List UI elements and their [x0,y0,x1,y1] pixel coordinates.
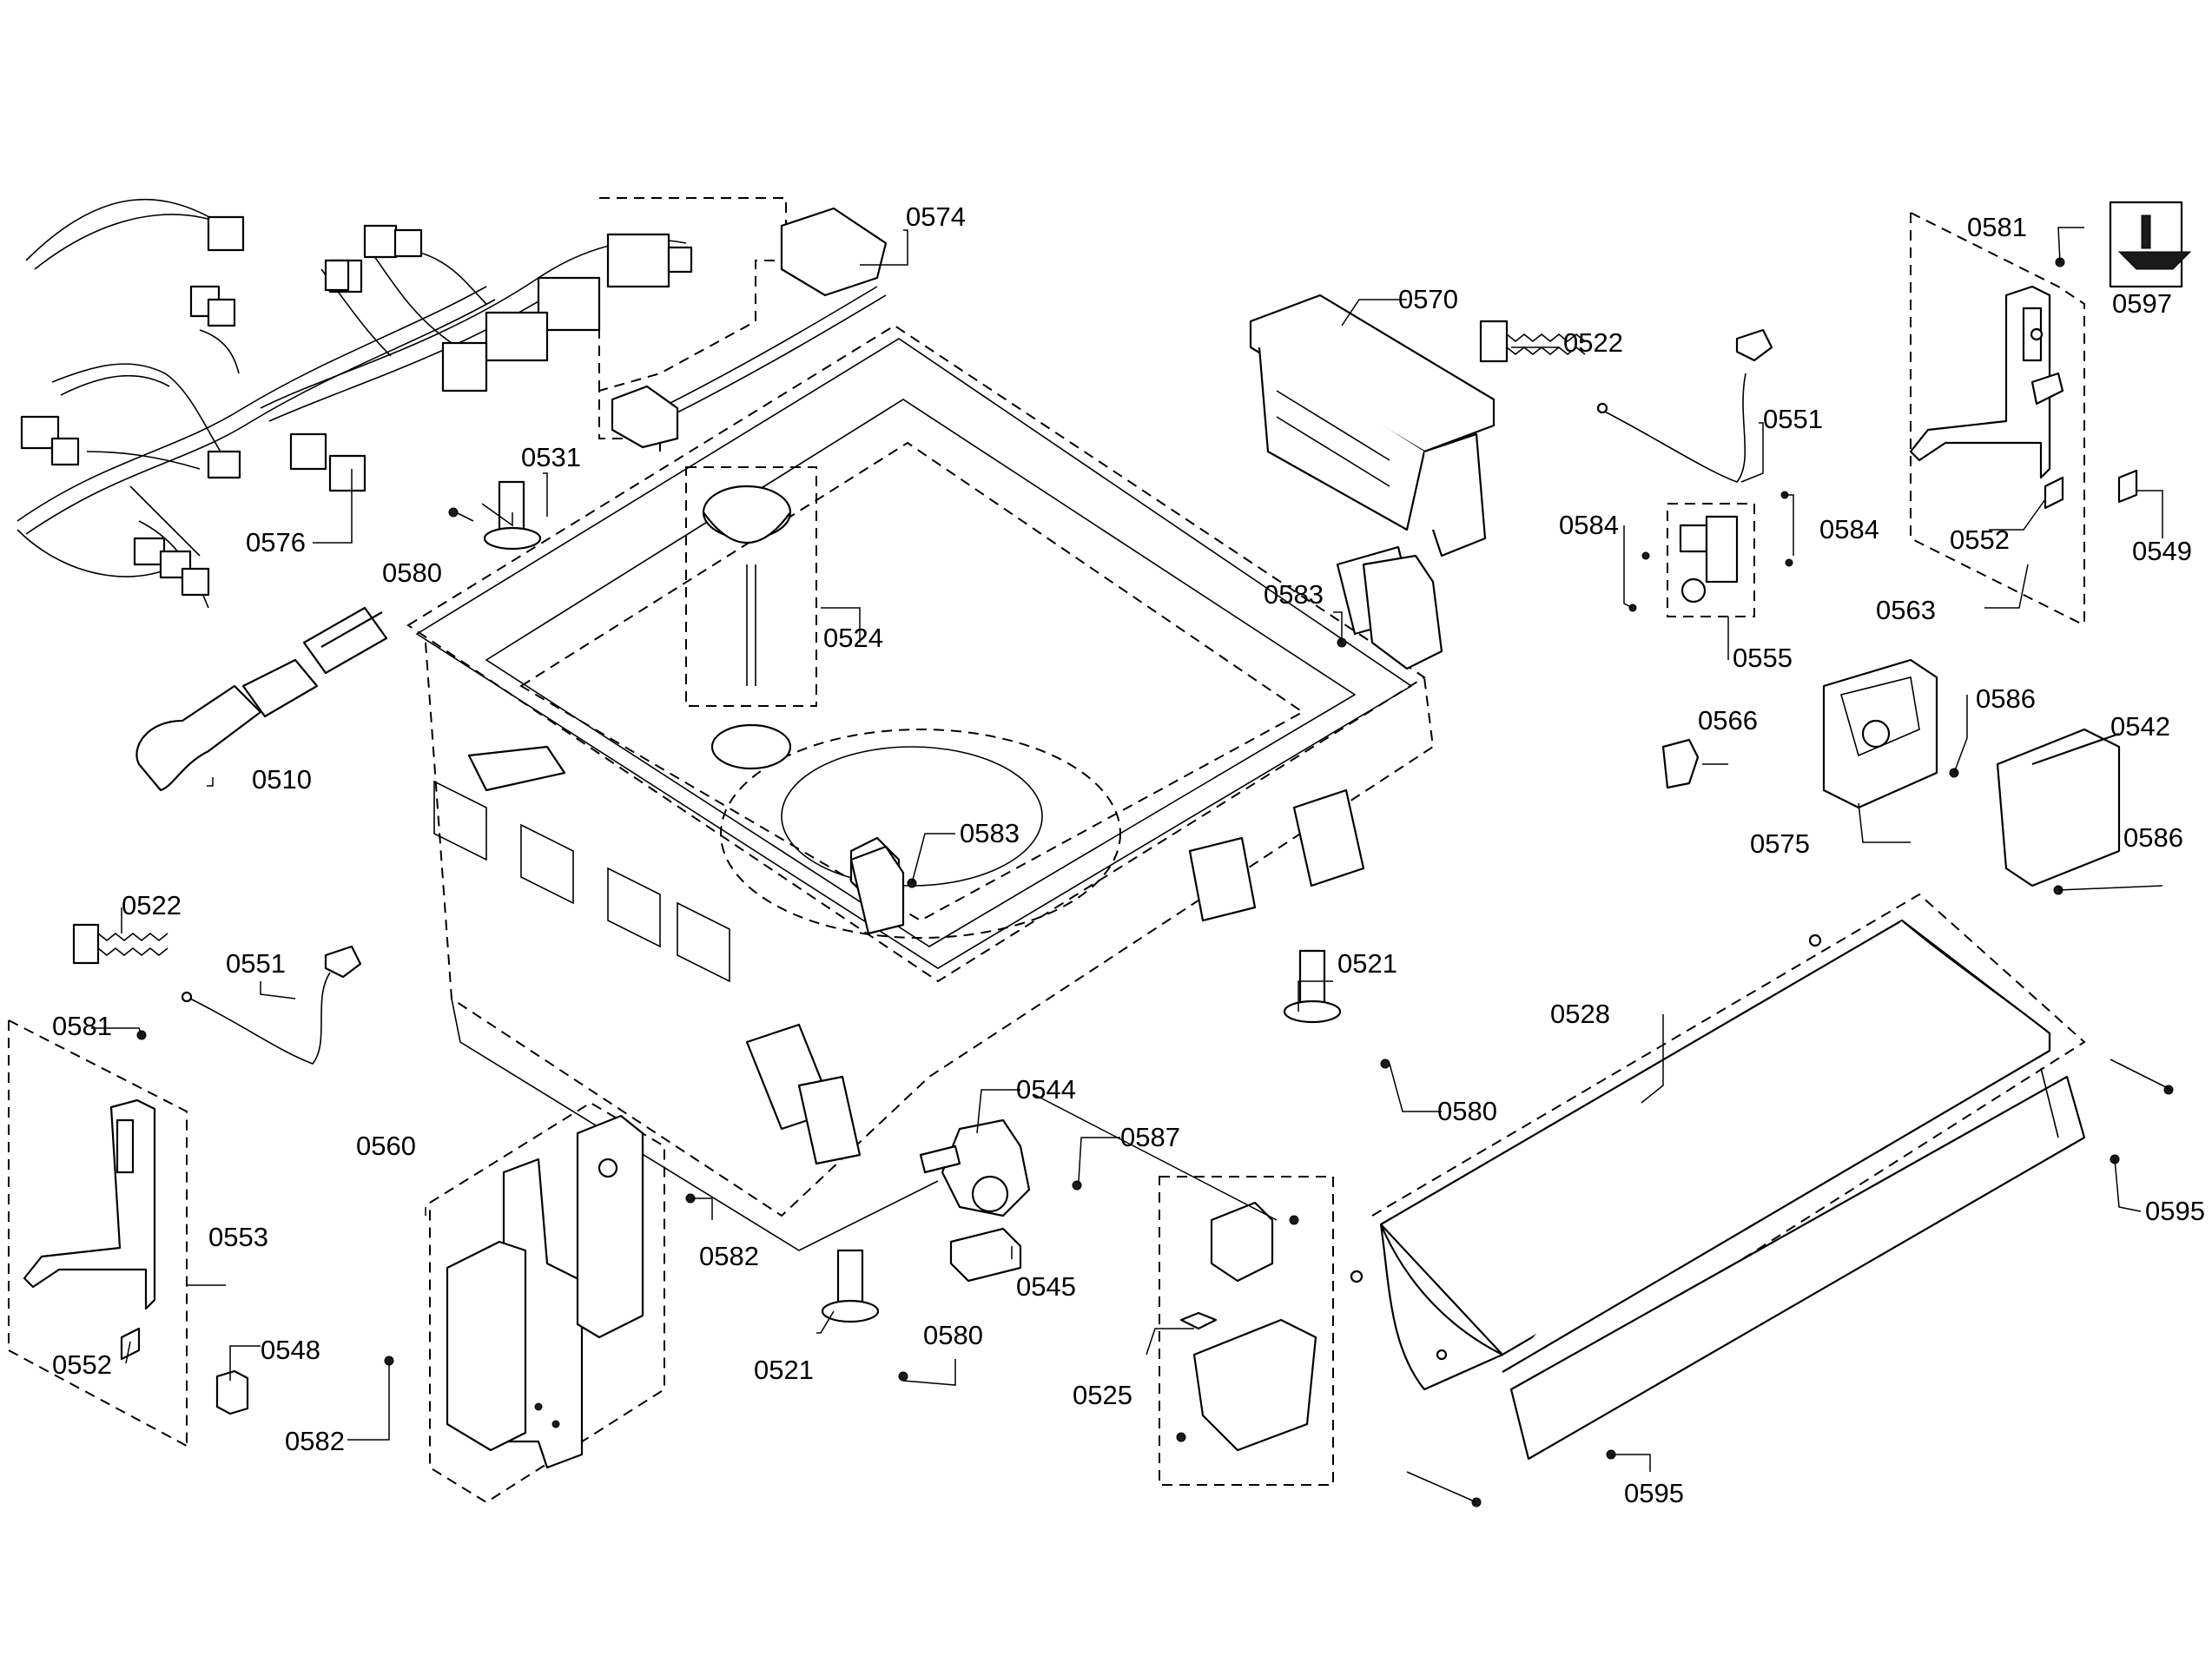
callout-0522: 0522 [1563,327,1623,358]
callout-0552: 0552 [1950,524,2010,555]
spring-0522b [72,923,168,965]
callout-0580: 0580 [923,1320,983,1350]
callout-0575: 0575 [1750,828,1810,859]
bracket-0583b [849,845,917,935]
hinge-assembly-0563 [1909,212,2138,626]
control-module-0570 [1249,294,1496,557]
callout-0595: 0595 [1624,1478,1684,1508]
callout-0553: 0553 [208,1222,268,1252]
callout-0595: 0595 [2145,1196,2205,1226]
callout-0584: 0584 [1819,514,1879,544]
drain-hose-0510 [135,606,388,792]
callout-0586: 0586 [1976,683,2036,714]
callout-0552: 0552 [52,1349,112,1380]
callout-0582: 0582 [699,1241,759,1271]
filter-0524 [685,466,817,770]
callout-0548: 0548 [261,1335,320,1365]
valve-0544 [919,1118,1031,1217]
part-0545 [949,1227,1022,1283]
callout-0525: 0525 [1073,1380,1132,1410]
callout-0582: 0582 [285,1426,345,1456]
callout-0555: 0555 [1733,643,1793,673]
callout-0570: 0570 [1398,284,1458,314]
callout-0583: 0583 [960,818,1020,848]
cover-0542 [1949,728,2121,895]
cable-0551b [181,945,362,1065]
callout-0524: 0524 [823,623,883,653]
callout-labels: 0574 0576 0531 0580 0524 0510 0570 0522 … [52,201,2205,1508]
bracket-assembly-0560 [384,1101,696,1504]
callout-0521: 0521 [1337,948,1397,979]
assembly-0555 [1628,491,1793,617]
callout-0551: 0551 [226,948,286,979]
callout-0587: 0587 [1120,1122,1180,1152]
part-0566 [1661,738,1700,789]
clip-0548 [215,1369,249,1415]
callout-0597: 0597 [2112,288,2172,319]
hinge-assembly-0553 [8,1019,188,1447]
callout-0580: 0580 [382,557,442,588]
callout-0528: 0528 [1550,999,1610,1029]
callout-0551: 0551 [1763,404,1823,434]
callout-0576: 0576 [246,527,306,557]
leader-lines [91,227,2163,1472]
bolt-0521a [1283,949,1342,1024]
spring-0522a [1479,320,1586,363]
callout-0549: 0549 [2132,536,2192,566]
callout-0545: 0545 [1016,1271,1076,1302]
callout-0522: 0522 [122,890,182,920]
callout-0574: 0574 [906,201,966,232]
cable-0551a [1596,328,1773,483]
callout-0542: 0542 [2110,711,2170,742]
tool-symbol-0597 [2109,201,2192,288]
callout-0531: 0531 [521,442,581,472]
callout-0586: 0586 [2123,822,2183,853]
toe-kick-0528 [1350,893,2174,1507]
callout-0521: 0521 [754,1355,814,1385]
bracket-0575 [1822,658,1938,809]
callout-0510: 0510 [252,764,312,795]
callout-0560: 0560 [356,1131,416,1161]
callout-0566: 0566 [1698,705,1758,736]
callout-0563: 0563 [1876,595,1936,625]
callout-0583: 0583 [1264,579,1324,610]
callout-0581: 0581 [1967,212,2027,242]
cable-0574 [598,197,888,452]
screw-0587 [1072,1180,1082,1191]
bolt-0531 [483,480,542,551]
assembly-0525 [1159,1176,1334,1486]
bolt-0521b [821,1249,880,1323]
callout-0580: 0580 [1437,1096,1497,1126]
callout-0584: 0584 [1559,510,1619,540]
callout-0544: 0544 [1016,1074,1076,1105]
callout-0581: 0581 [52,1011,112,1041]
screw-0580a [448,507,474,522]
wiring-harness [17,198,693,609]
